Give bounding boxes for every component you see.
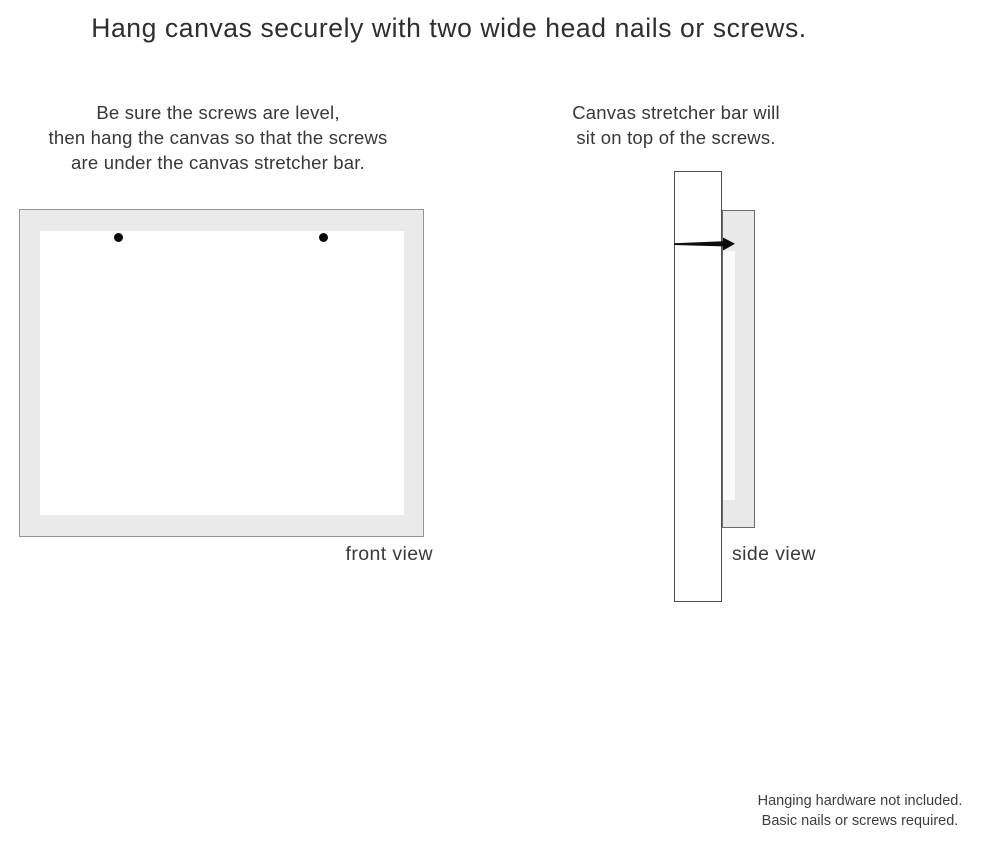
footnote-line-1: Hanging hardware not included. <box>757 793 963 809</box>
hardware-footnote: Hanging hardware not included. Basic nai… <box>742 791 978 831</box>
footnote-line-2: Basic nails or screws required. <box>761 813 959 829</box>
front-view-instructions: Be sure the screws are level, then hang … <box>49 100 388 175</box>
side-instructions-line-1: Canvas stretcher bar will <box>572 102 780 123</box>
side-view-label: side view <box>732 543 816 565</box>
front-view-label: front view <box>345 543 433 565</box>
side-view-instructions: Canvas stretcher bar will sit on top of … <box>572 100 780 150</box>
front-instructions-line-3: are under the canvas stretcher bar. <box>71 152 365 173</box>
screw-dot-left-icon <box>114 233 123 242</box>
front-view-canvas-frame <box>19 209 424 537</box>
side-instructions-line-2: sit on top of the screws. <box>576 127 776 148</box>
front-instructions-line-1: Be sure the screws are level, <box>96 102 340 123</box>
nail-icon <box>674 237 735 251</box>
front-instructions-line-2: then hang the canvas so that the screws <box>48 127 388 148</box>
front-view-canvas-face <box>40 231 404 515</box>
screw-dot-right-icon <box>319 233 328 242</box>
page-title: Hang canvas securely with two wide head … <box>91 13 807 43</box>
side-view-canvas-profile <box>722 210 755 528</box>
side-view-canvas-recess <box>723 251 735 500</box>
